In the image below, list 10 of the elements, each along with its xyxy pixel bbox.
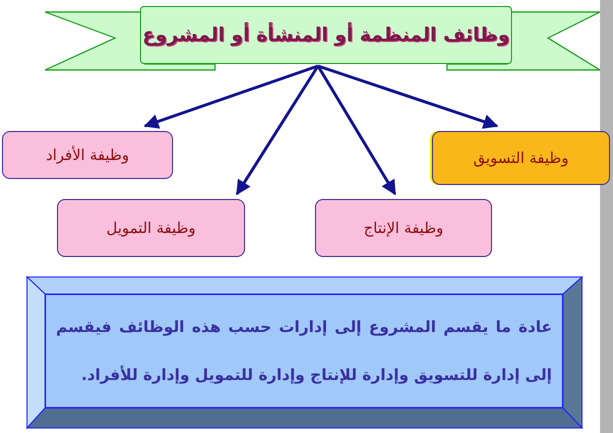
arrow [236,65,320,196]
function-box: وظيفة التسويق [432,131,610,185]
arrow [316,65,396,196]
function-box: وظيفة الإنتاج [315,199,492,257]
arrow [144,64,318,129]
arrow [318,64,498,129]
function-box: وظيفة الأفراد [2,131,173,179]
note-box: عادة ما يقسم المشروع إلى إدارات حسب هذه الوظائف فيقسم إلى إدارة للتسويق وإدارة للإنتاج وإدارة للتمويل وإدارة للأفراد. [45,294,563,408]
title-banner: وظائف المنظمة أو المنشأة أو المشروع [140,6,512,64]
function-box: وظيفة التمويل [57,199,245,257]
